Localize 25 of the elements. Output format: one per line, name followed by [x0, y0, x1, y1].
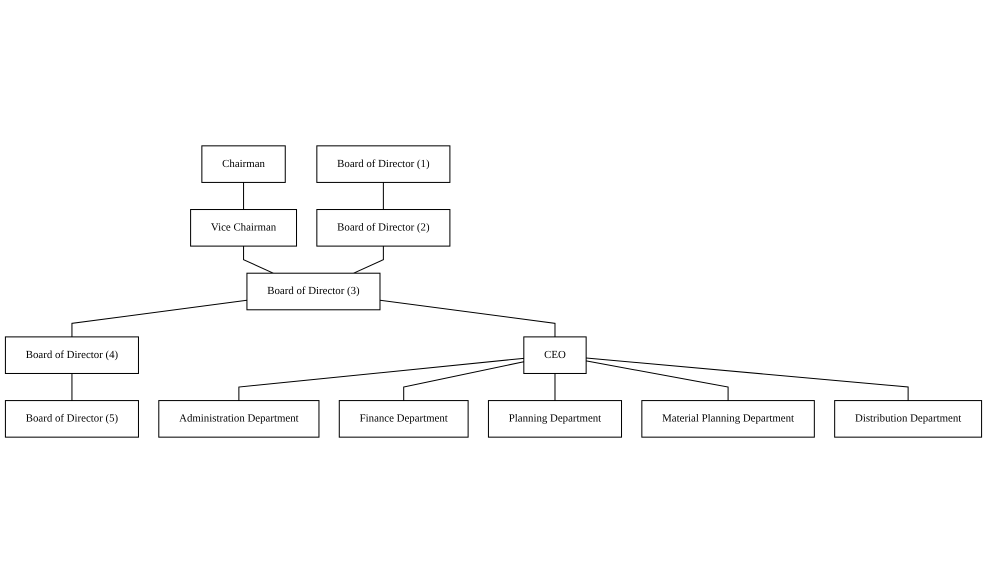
- connector: [243, 182, 244, 210]
- connector: [380, 300, 556, 337]
- connector: [554, 373, 556, 401]
- connector: [71, 300, 247, 337]
- node-box: Planning Department: [488, 400, 622, 438]
- connector: [353, 246, 384, 274]
- node-box: Board of Director (3): [246, 272, 380, 310]
- node-box: Board of Director (4): [4, 336, 139, 374]
- connector: [586, 360, 729, 401]
- node-box: Vice Chairman: [190, 209, 298, 247]
- node-box: Administration Department: [158, 400, 320, 438]
- connector: [586, 357, 909, 401]
- connector: [243, 246, 274, 274]
- connector: [403, 361, 524, 401]
- node-box: Chairman: [201, 145, 286, 183]
- node-box: Board of Director (1): [316, 145, 450, 183]
- node-box: Board of Director (5): [4, 400, 139, 438]
- node-box: CEO: [523, 336, 587, 374]
- node-box: Board of Director (2): [316, 209, 450, 247]
- connector: [71, 373, 72, 401]
- node-box: Distribution Department: [834, 400, 982, 438]
- connector: [382, 182, 384, 210]
- node-box: Material Planning Department: [641, 400, 815, 438]
- node-box: Finance Department: [338, 400, 469, 438]
- connector: [238, 358, 524, 401]
